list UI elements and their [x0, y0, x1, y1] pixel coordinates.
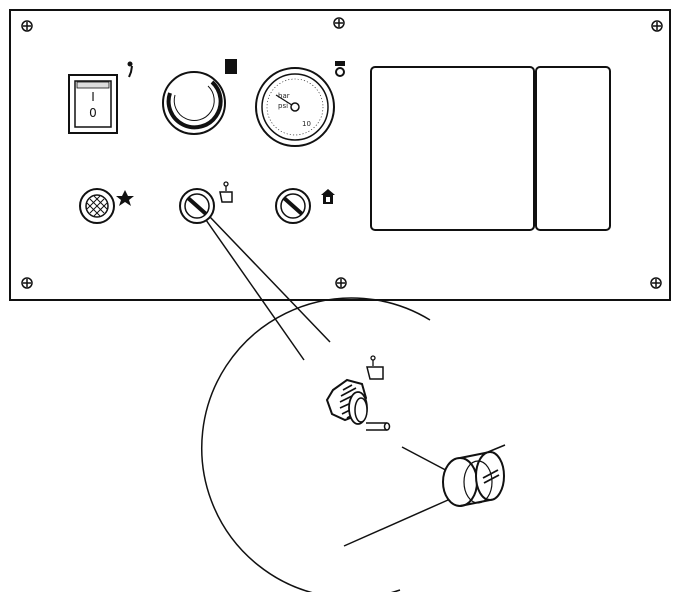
- callout-lines: [205, 216, 331, 361]
- magnified-view: [325, 355, 506, 547]
- panel-screw-bottom-right: [650, 277, 662, 289]
- display-window-right: [535, 66, 611, 231]
- display-window-left: [370, 66, 535, 231]
- indicator-lamp: [79, 188, 115, 224]
- reset-icon: [321, 189, 335, 204]
- panel-screw-bottom-center: [335, 277, 347, 289]
- magnified-manual-hand-icon: [366, 355, 384, 380]
- guide-line-lower: [343, 499, 449, 547]
- reset-screw[interactable]: [275, 188, 311, 224]
- power-switch[interactable]: I 0: [68, 74, 118, 134]
- pressure-gauge: bar psi 10: [255, 67, 335, 147]
- gauge-label-psi: psi: [278, 102, 288, 110]
- power-switch-on-mark: I: [91, 90, 95, 104]
- knob-cap: [442, 444, 506, 507]
- power-plug-icon: [127, 61, 133, 78]
- power-switch-off-mark: 0: [89, 106, 97, 120]
- magnified-view-boundary: [201, 297, 431, 592]
- manual-hand-icon: [219, 181, 233, 203]
- gauge-label-bar: bar: [278, 92, 290, 100]
- threaded-fitting: [325, 378, 391, 431]
- pressure-icon: [335, 61, 345, 77]
- panel-screw-bottom-left: [21, 277, 33, 289]
- overheat-icon: [116, 190, 134, 206]
- panel-screw-top-left: [21, 20, 33, 32]
- thermostat-icon: [225, 59, 237, 74]
- panel-screw-top-center: [333, 17, 345, 29]
- manual-adjust-screw[interactable]: [179, 188, 215, 224]
- panel-screw-top-right: [651, 20, 663, 32]
- gauge-label-10: 10: [302, 120, 311, 128]
- thermostat-knob[interactable]: [162, 71, 226, 135]
